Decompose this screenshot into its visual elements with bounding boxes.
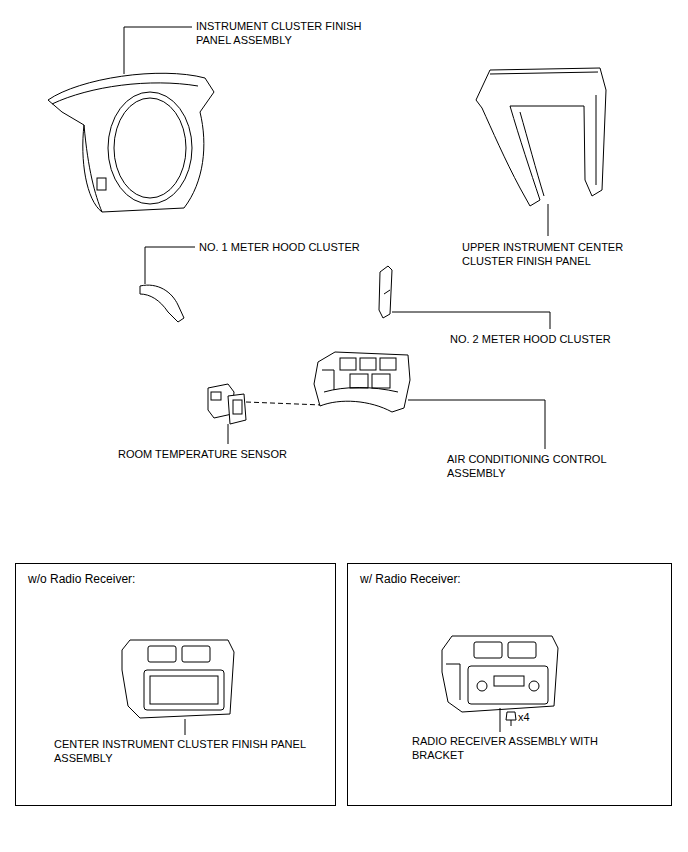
part-label: UPPER INSTRUMENT CENTER CLUSTER FINISH P… [462, 240, 662, 268]
part-label: AIR CONDITIONING CONTROL ASSEMBLY [447, 452, 647, 480]
leader-line [145, 247, 195, 248]
meter-hood-1 [140, 285, 184, 322]
leader-line [408, 400, 545, 401]
radio-receiver [442, 636, 558, 712]
upper-center-panel [476, 68, 606, 206]
part-label: ROOM TEMPERATURE SENSOR [118, 447, 348, 461]
dashed-line [246, 402, 322, 405]
part-label: INSTRUMENT CLUSTER FINISH PANEL ASSEMBLY [196, 19, 396, 47]
center-finish-panel [122, 640, 234, 718]
room-temp-sensor [208, 384, 246, 424]
leader-line [124, 27, 192, 28]
leader-line [145, 247, 146, 284]
box-heading: w/ Radio Receiver: [360, 572, 640, 586]
variant-box: w/o Radio Receiver: CENTER INSTRUMENT CLU… [15, 563, 336, 806]
leader-line [228, 424, 229, 444]
part-label: RADIO RECEIVER ASSEMBLY WITH BRACKET [412, 734, 612, 762]
leader-line [545, 400, 546, 449]
leader-line [550, 312, 551, 329]
cluster-finish-panel [48, 73, 214, 212]
leader-line [185, 719, 186, 735]
leader-line [500, 708, 501, 732]
meter-hood-2 [379, 266, 392, 318]
variant-box: w/ Radio Receiver: x4RADIO RECEIVER ASSEM… [347, 563, 672, 806]
leader-line [548, 204, 549, 236]
ac-control [314, 352, 410, 412]
part-label: NO. 1 METER HOOD CLUSTER [199, 240, 419, 254]
leader-line [392, 312, 550, 313]
part-label: NO. 2 METER HOOD CLUSTER [450, 332, 670, 346]
box-heading: w/o Radio Receiver: [28, 572, 308, 586]
part-detail [384, 290, 390, 294]
screw-symbol [506, 712, 516, 726]
leader-line [124, 27, 125, 74]
part-label: CENTER INSTRUMENT CLUSTER FINISH PANEL A… [54, 737, 312, 765]
part-label: x4 [518, 710, 548, 724]
